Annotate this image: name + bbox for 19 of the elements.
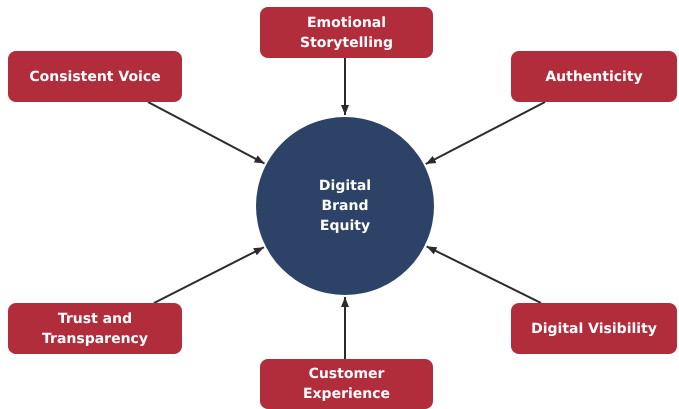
factor-box [511, 303, 677, 354]
node-label: Consistent Voice [29, 68, 161, 86]
arrow [148, 101, 265, 164]
factor-box [8, 51, 182, 102]
arrow [425, 101, 546, 165]
arrow [154, 246, 264, 304]
node-label: Customer Experience [302, 365, 392, 404]
factor-box [8, 303, 182, 354]
arrow [341, 297, 349, 359]
arrow [426, 245, 542, 304]
factor-box [511, 51, 677, 102]
node-label: Authenticity [545, 68, 643, 86]
node-label: Emotional Storytelling [299, 14, 394, 52]
node-label: Digital Brand Equity [318, 177, 372, 236]
node-label: Trust and Transparency [41, 310, 149, 348]
arrow [341, 58, 349, 115]
factor-box [260, 359, 433, 409]
node-label: Digital Visibility [531, 320, 657, 338]
factor-box [260, 7, 433, 58]
